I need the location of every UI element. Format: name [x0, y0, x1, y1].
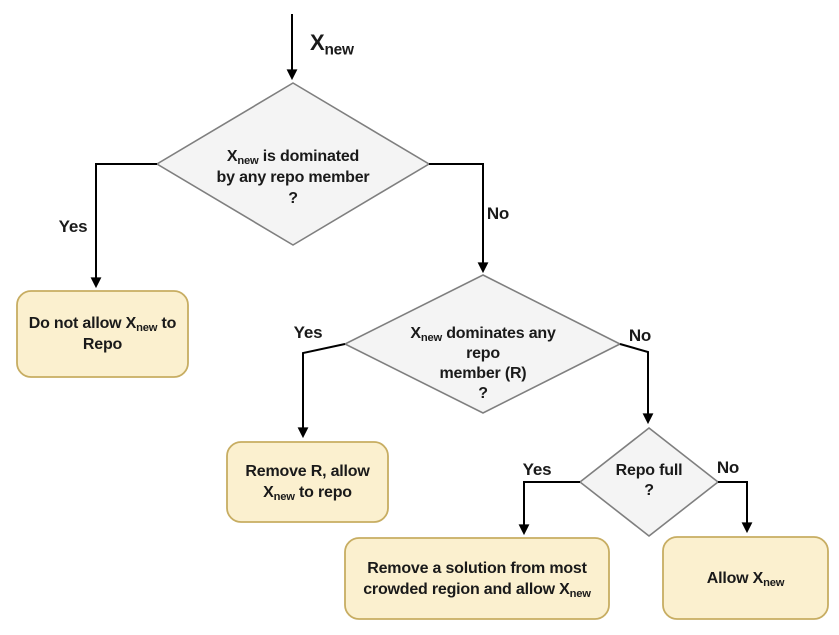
decision-dominated-label: Xnew is dominated by any repo member ? [173, 138, 413, 216]
action-allow-label: Allow Xnew [663, 537, 828, 619]
edge-full-yes [518, 481, 580, 536]
decision-dominates-diamond [343, 274, 622, 414]
start-input-label: Xnew [310, 30, 354, 59]
edge-dominated-no [429, 163, 489, 274]
edge-dominates-yes [297, 343, 346, 439]
decision-repo-full-line1: Repo full [615, 462, 683, 479]
action-replace-line2: Xnew to repo [263, 484, 352, 504]
action-replace-line1: Remove R, allow [245, 463, 370, 480]
decision-dominates-line3: member (R) [439, 365, 527, 382]
edge-label-dominates-no: No [628, 326, 652, 345]
edge-dominated-yes [90, 163, 157, 289]
decision-dominates-label: Xnew dominates any repo member (R) ? [363, 322, 603, 406]
edge-dominates-no [619, 343, 654, 425]
action-crowded-label: Remove a solution from most crowded regi… [345, 538, 609, 619]
action-replace-label: Remove R, allow Xnew to repo [227, 442, 388, 522]
decision-repo-full-line2: ? [644, 482, 654, 499]
decision-dominated-diamond [155, 82, 431, 246]
edge-label-dominated-yes: Yes [58, 217, 88, 236]
action-replace-box [226, 441, 389, 523]
decision-dominated-line3: ? [288, 189, 298, 207]
decision-repo-full-diamond [578, 426, 720, 538]
edge-label-dominates-yes: Yes [293, 323, 323, 342]
action-crowded-line2: crowded region and allow Xnew [363, 580, 591, 600]
action-crowded-box [344, 537, 610, 620]
action-reject-box [16, 290, 189, 378]
node-shapes [16, 82, 829, 620]
action-allow-box [662, 536, 829, 620]
decision-dominated-line2: by any repo member [216, 168, 370, 186]
edge-label-full-no: No [716, 458, 740, 477]
edge-label-full-yes: Yes [522, 460, 552, 479]
action-crowded-line1: Remove a solution from most [367, 559, 587, 577]
decision-dominates-line4: ? [478, 385, 488, 402]
decision-dominates-line1: Xnew dominates any [410, 325, 556, 345]
action-reject-line1: Do not allow Xnew to [28, 315, 177, 335]
edges [90, 14, 753, 536]
action-allow-line1: Allow Xnew [706, 569, 785, 589]
action-reject-label: Do not allow Xnew to Repo [17, 291, 188, 377]
decision-repo-full-label: Repo full ? [589, 458, 709, 504]
edge-label-dominated-no: No [486, 204, 510, 223]
decision-dominated-line1: Xnew is dominated [226, 147, 360, 167]
edge-full-no [718, 481, 753, 534]
decision-dominates-line2: repo [466, 345, 500, 362]
action-reject-line2: Repo [82, 336, 123, 353]
